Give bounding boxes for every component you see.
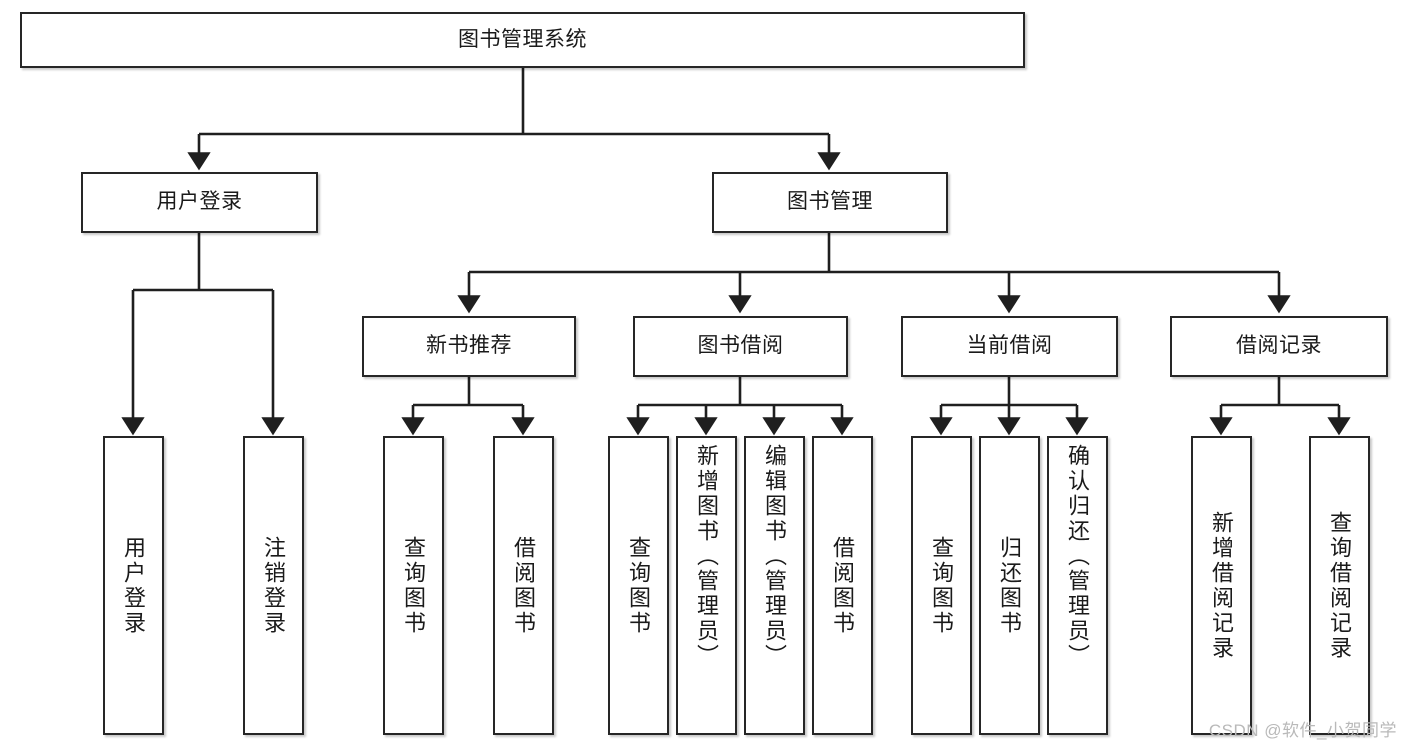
node-current-borrow[interactable]: 当前借阅 bbox=[901, 316, 1118, 377]
node-leaf-logout-login-label: 注销登录 bbox=[261, 535, 287, 636]
node-new-book-recommend-label: 新书推荐 bbox=[426, 334, 512, 358]
node-leaf-add-record-label: 新增借阅记录 bbox=[1209, 510, 1235, 661]
node-book-manage-label: 图书管理 bbox=[787, 190, 873, 214]
node-leaf-query-record-label: 查询借阅记录 bbox=[1327, 510, 1353, 661]
node-root[interactable]: 图书管理系统 bbox=[20, 12, 1025, 68]
node-leaf-confirm-return-label: 确认归还（管理员） bbox=[1065, 444, 1091, 669]
node-leaf-return-book-label: 归还图书 bbox=[997, 535, 1023, 636]
node-user-login[interactable]: 用户登录 bbox=[81, 172, 318, 233]
node-leaf-query-book-2[interactable]: 查询图书 bbox=[608, 436, 669, 735]
node-leaf-query-book-3-label: 查询图书 bbox=[929, 535, 955, 636]
node-leaf-borrow-book-2[interactable]: 借阅图书 bbox=[812, 436, 873, 735]
node-book-borrow-label: 图书借阅 bbox=[697, 334, 784, 358]
node-leaf-query-record[interactable]: 查询借阅记录 bbox=[1309, 436, 1370, 735]
node-leaf-user-login[interactable]: 用户登录 bbox=[103, 436, 164, 735]
node-leaf-borrow-book-1-label: 借阅图书 bbox=[511, 535, 537, 636]
node-user-login-label: 用户登录 bbox=[156, 190, 243, 214]
node-leaf-query-book-1[interactable]: 查询图书 bbox=[383, 436, 444, 735]
node-leaf-query-book-1-label: 查询图书 bbox=[401, 535, 427, 636]
node-leaf-borrow-book-1[interactable]: 借阅图书 bbox=[493, 436, 554, 735]
node-leaf-edit-book[interactable]: 编辑图书（管理员） bbox=[744, 436, 805, 735]
node-leaf-add-book-label: 新增图书（管理员） bbox=[694, 444, 720, 669]
node-root-label: 图书管理系统 bbox=[458, 27, 587, 51]
node-leaf-add-record[interactable]: 新增借阅记录 bbox=[1191, 436, 1252, 735]
node-leaf-query-book-3[interactable]: 查询图书 bbox=[911, 436, 972, 735]
node-leaf-return-book[interactable]: 归还图书 bbox=[979, 436, 1040, 735]
node-leaf-query-book-2-label: 查询图书 bbox=[626, 535, 652, 636]
node-leaf-borrow-book-2-label: 借阅图书 bbox=[830, 535, 856, 636]
watermark-text: CSDN @软件_小贺同学 bbox=[1208, 721, 1397, 740]
node-current-borrow-label: 当前借阅 bbox=[966, 334, 1053, 358]
node-leaf-edit-book-label: 编辑图书（管理员） bbox=[762, 444, 788, 669]
node-leaf-logout-login[interactable]: 注销登录 bbox=[243, 436, 304, 735]
node-book-borrow[interactable]: 图书借阅 bbox=[633, 316, 848, 377]
node-leaf-confirm-return[interactable]: 确认归还（管理员） bbox=[1047, 436, 1108, 735]
node-leaf-user-login-label: 用户登录 bbox=[121, 535, 147, 636]
node-book-manage[interactable]: 图书管理 bbox=[712, 172, 948, 233]
node-borrow-record-label: 借阅记录 bbox=[1236, 334, 1322, 358]
node-borrow-record[interactable]: 借阅记录 bbox=[1170, 316, 1388, 377]
node-new-book-recommend[interactable]: 新书推荐 bbox=[362, 316, 576, 377]
node-leaf-add-book[interactable]: 新增图书（管理员） bbox=[676, 436, 737, 735]
